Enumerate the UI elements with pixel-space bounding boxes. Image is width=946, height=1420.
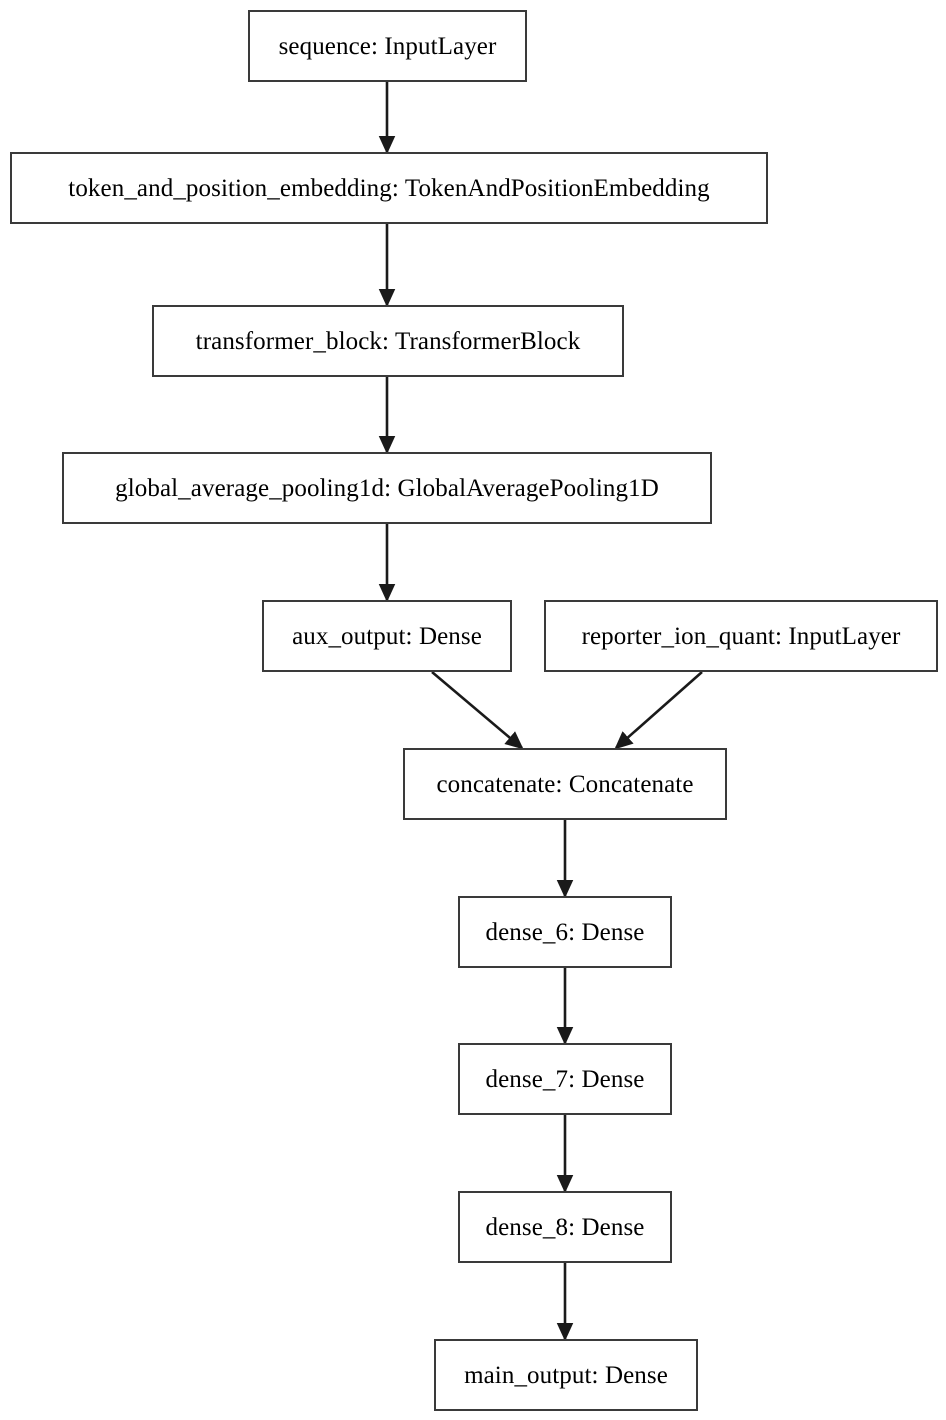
- node-dense-6[interactable]: dense_6: Dense: [458, 896, 672, 968]
- node-transformer-block[interactable]: transformer_block: TransformerBlock: [152, 305, 624, 377]
- node-label: token_and_position_embedding: TokenAndPo…: [68, 174, 710, 202]
- node-global-average-pooling1d[interactable]: global_average_pooling1d: GlobalAverageP…: [62, 452, 712, 524]
- edge-reporter_ion_quant-to-concatenate: [614, 671, 703, 750]
- edge-aux_output-to-concatenate: [431, 671, 524, 750]
- node-token-and-position-embedding[interactable]: token_and_position_embedding: TokenAndPo…: [10, 152, 768, 224]
- node-label: main_output: Dense: [464, 1361, 668, 1389]
- node-dense-7[interactable]: dense_7: Dense: [458, 1043, 672, 1115]
- node-main-output[interactable]: main_output: Dense: [434, 1339, 698, 1411]
- node-concatenate[interactable]: concatenate: Concatenate: [403, 748, 727, 820]
- node-label: reporter_ion_quant: InputLayer: [581, 622, 901, 650]
- node-label: concatenate: Concatenate: [436, 770, 694, 798]
- node-reporter-ion-quant[interactable]: reporter_ion_quant: InputLayer: [544, 600, 938, 672]
- node-label: global_average_pooling1d: GlobalAverageP…: [115, 474, 659, 502]
- node-label: transformer_block: TransformerBlock: [195, 327, 581, 355]
- node-dense-8[interactable]: dense_8: Dense: [458, 1191, 672, 1263]
- node-aux-output[interactable]: aux_output: Dense: [262, 600, 512, 672]
- node-sequence[interactable]: sequence: InputLayer: [248, 10, 527, 82]
- node-label: dense_8: Dense: [485, 1213, 645, 1241]
- node-label: sequence: InputLayer: [278, 32, 497, 60]
- node-label: dense_7: Dense: [485, 1065, 645, 1093]
- node-label: dense_6: Dense: [485, 918, 645, 946]
- node-label: aux_output: Dense: [292, 622, 482, 650]
